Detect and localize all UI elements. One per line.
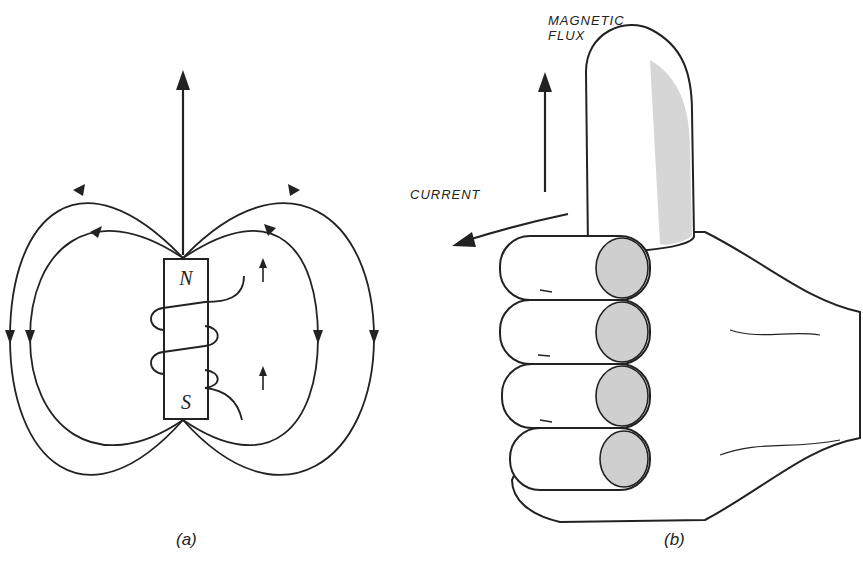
field-line [10,203,183,475]
field-line [183,203,374,475]
pole-label: S [165,392,207,412]
field-line [183,231,318,445]
magnet-core: NS [163,258,209,420]
panel-label: (b) [664,530,685,550]
field-lines [10,203,374,475]
field-arrowheads [5,184,379,344]
panel-label: (a) [176,530,197,550]
field-line [30,231,183,445]
arrow-label: MAGNETIC FLUX [548,14,628,44]
flux-arrow [538,72,552,192]
axis-arrow [176,70,190,255]
arrow-label: CURRENT [410,188,481,203]
pole-label: N [165,268,207,288]
current-arrow [452,214,568,247]
hand [500,25,860,522]
current-arrows [259,258,267,390]
